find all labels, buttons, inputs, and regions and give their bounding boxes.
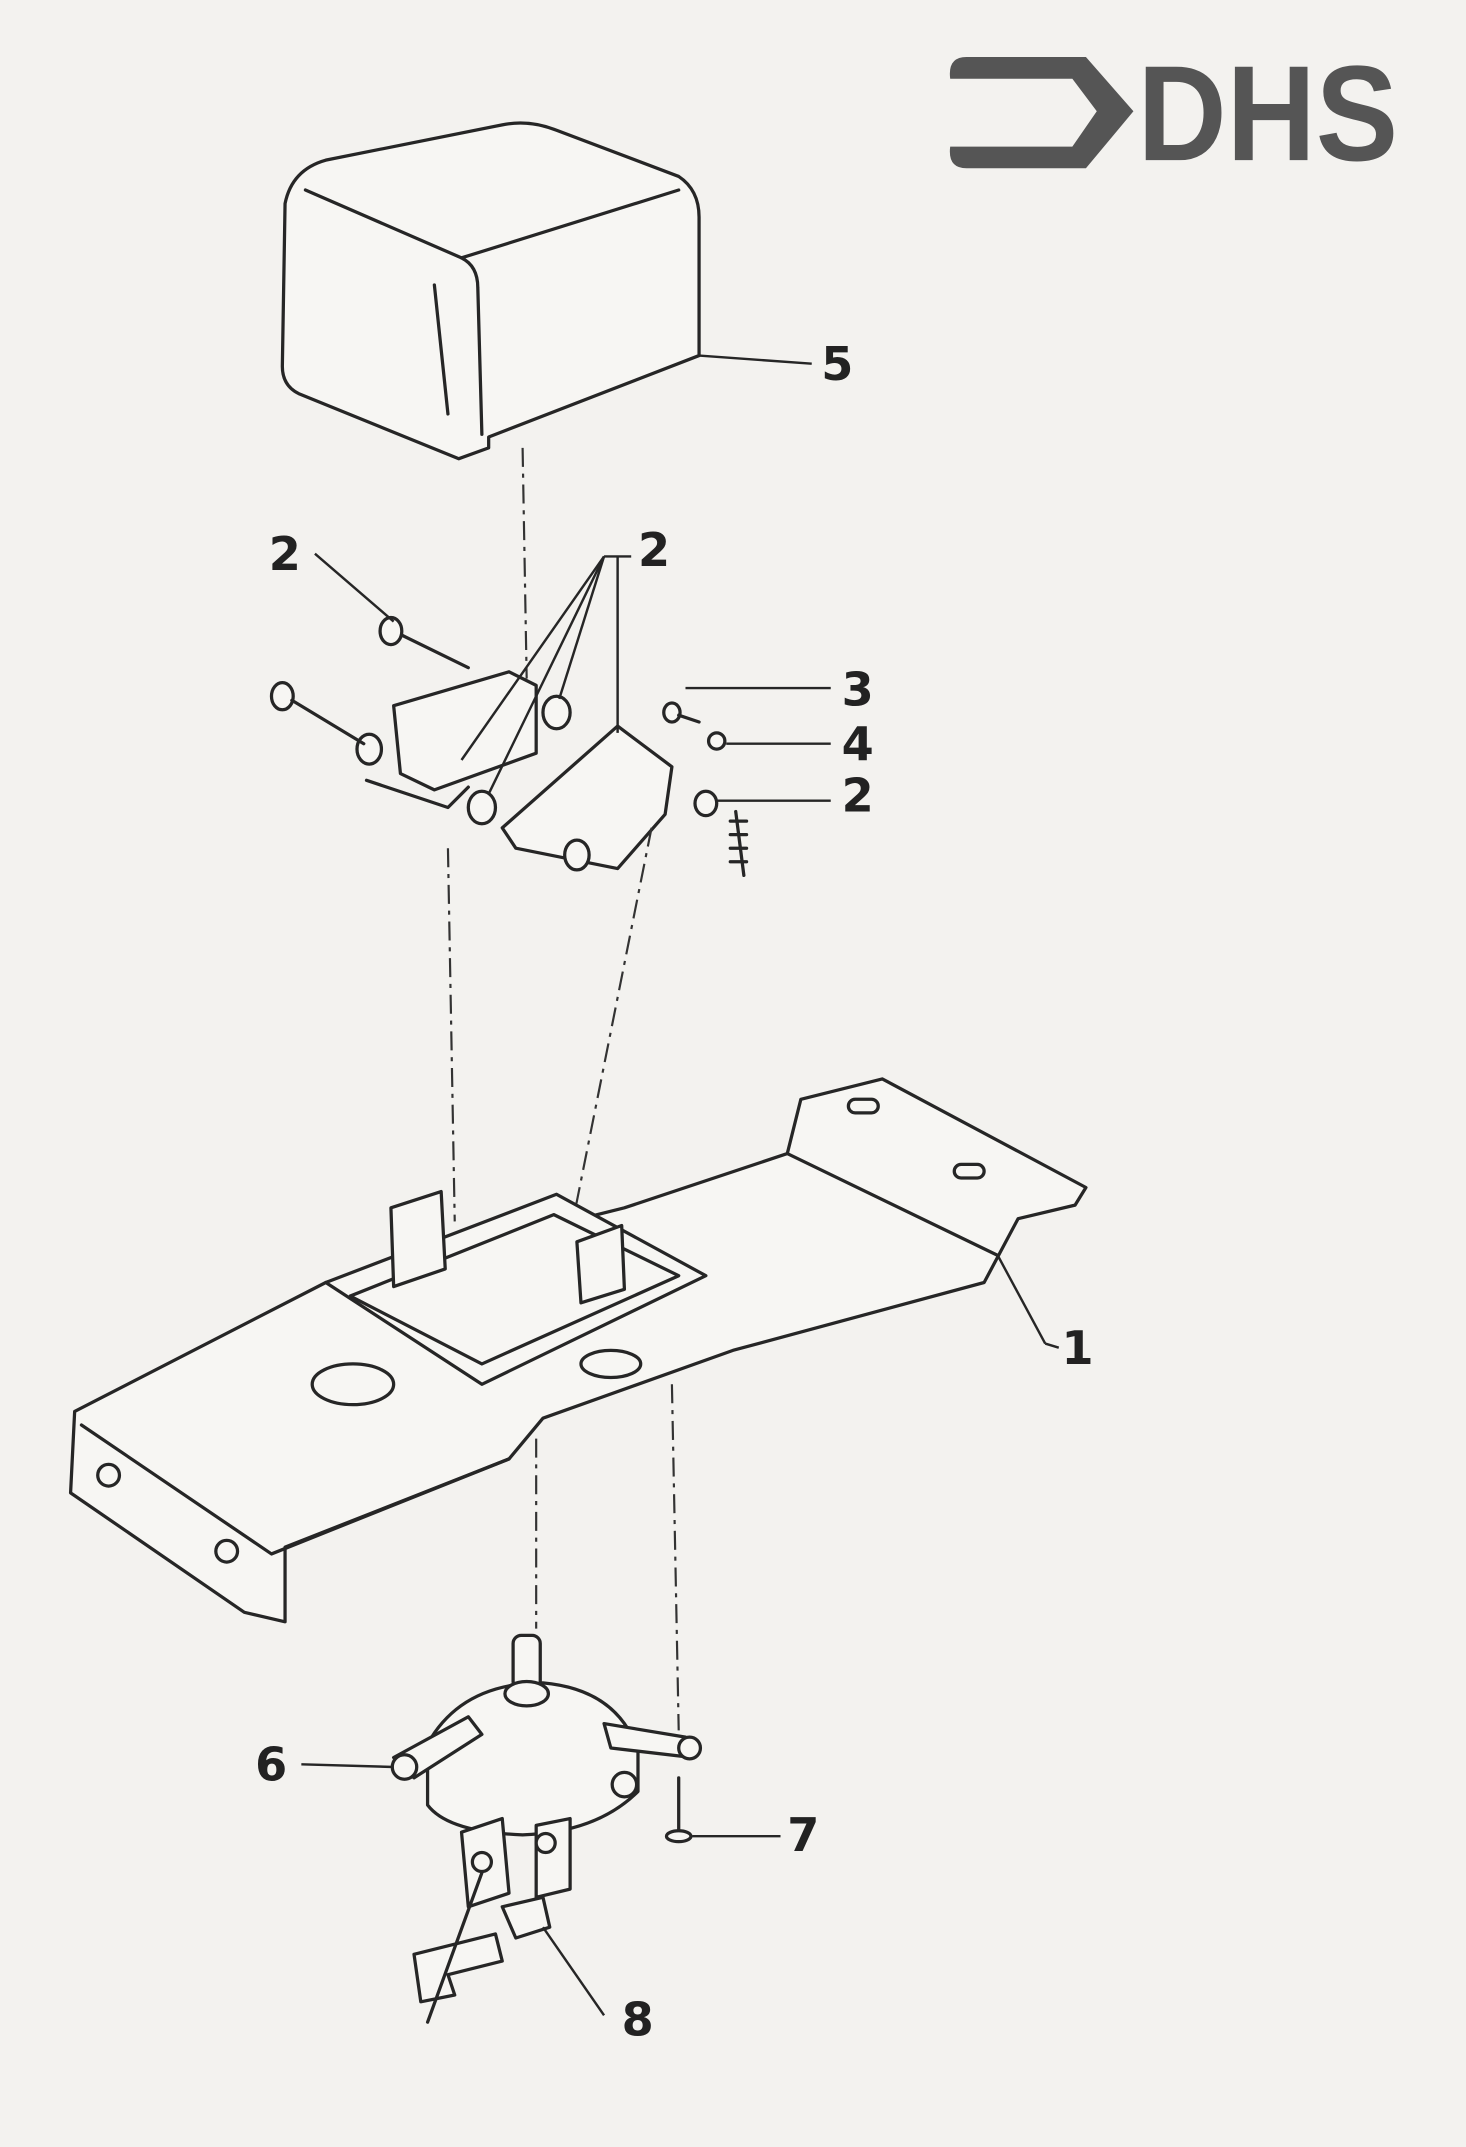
actuator-part — [390, 1633, 703, 1909]
callout-2-fasteners: 2 — [638, 523, 670, 577]
callout-7: 7 — [787, 1808, 819, 1862]
leader-5 — [698, 354, 812, 365]
callout-3: 3 — [842, 663, 874, 717]
logo-text: DHS — [1138, 37, 1399, 189]
callout-2-screw: 2 — [269, 527, 301, 581]
callout-1: 1 — [1061, 1321, 1093, 1375]
dhs-logo: DHS — [949, 37, 1399, 189]
leader-6 — [301, 1763, 394, 1769]
cover-part — [280, 121, 701, 461]
callout-6: 6 — [255, 1738, 287, 1792]
leader-2a — [314, 552, 395, 623]
callout-8: 8 — [622, 1993, 654, 2047]
callout-5: 5 — [821, 337, 853, 391]
clip-part — [412, 1871, 606, 2024]
screw-part — [664, 1776, 693, 1844]
callout-2-spring: 2 — [842, 769, 874, 823]
bracket-part — [68, 1077, 1088, 1624]
callout-4: 4 — [842, 717, 874, 771]
switch-assembly — [269, 555, 749, 877]
leader-1 — [1044, 1342, 1060, 1349]
